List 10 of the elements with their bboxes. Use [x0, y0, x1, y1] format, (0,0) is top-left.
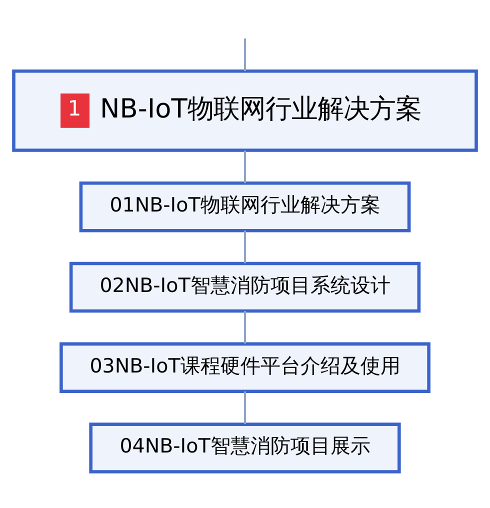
node-box: 04NB-IoT智慧消防项目展示 — [89, 422, 401, 473]
connector — [244, 390, 246, 424]
connector — [244, 230, 246, 263]
connector — [244, 310, 246, 344]
node-box: 02NB-IoT智慧消防项目系统设计 — [69, 261, 421, 312]
node-box: 1 NB-IoT物联网行业解决方案 — [12, 69, 478, 152]
node-box: 03NB-IoT课程硬件平台介绍及使用 — [60, 342, 430, 392]
connector — [244, 38, 246, 71]
connector — [244, 150, 246, 183]
node-box: 01NB-IoT物联网行业解决方案 — [79, 181, 411, 232]
